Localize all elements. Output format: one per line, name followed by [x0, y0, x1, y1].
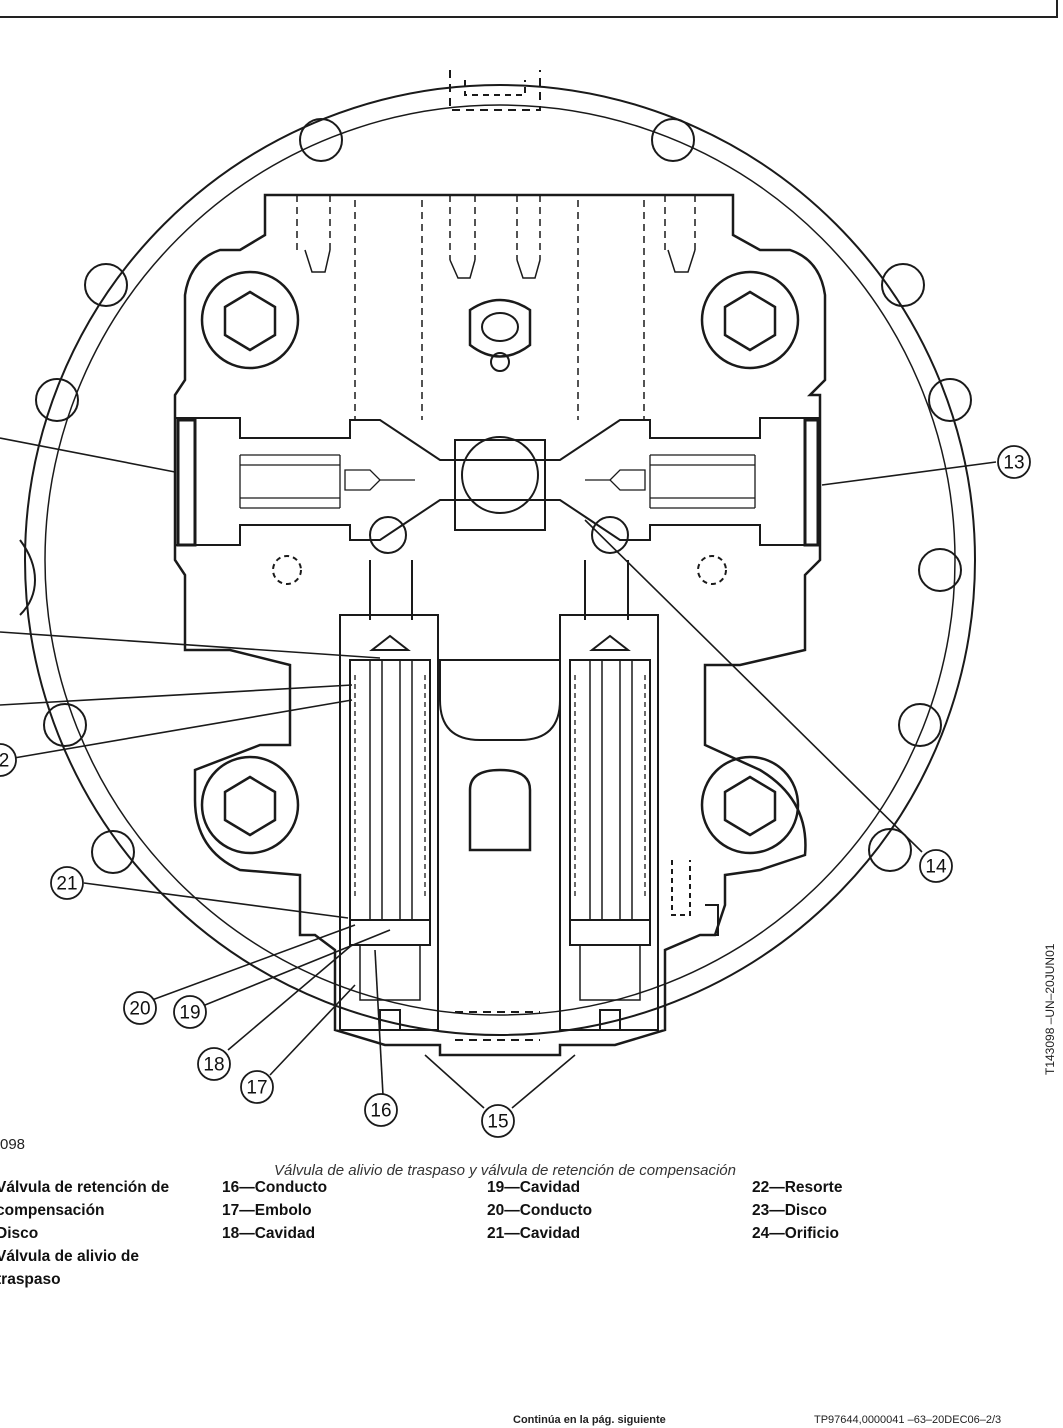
central-port-inner — [481, 312, 519, 342]
bolt-hole — [299, 118, 343, 162]
relief-port-left — [369, 516, 407, 554]
callout-circle-2 — [0, 743, 17, 777]
callout-circle-20 — [123, 991, 157, 1025]
legend-item: Disco — [0, 1225, 39, 1242]
relief-central-block — [454, 439, 546, 531]
hex-bolt-head — [223, 290, 277, 352]
lower-passage — [455, 1011, 540, 1041]
callout-circle-21 — [50, 866, 84, 900]
left-side-arc — [19, 539, 37, 616]
legend-column-1: Válvula de retención de compensación Dis… — [0, 1176, 206, 1291]
relief-port-right — [591, 516, 629, 554]
footer-document-code: TP97644,0000041 –63–20DEC06–2/3 — [814, 1414, 1002, 1426]
bolt-hole — [918, 548, 962, 592]
central-lobe — [439, 659, 561, 741]
relief-central-ball — [461, 436, 539, 514]
check-valve-left — [339, 614, 439, 1031]
relief-port-dashed-left — [272, 555, 302, 585]
legend-column-2: 16—Conducto 17—Embolo 18—Cavidad — [222, 1176, 327, 1245]
callout-2: 2 — [0, 751, 9, 772]
bolt-hole — [651, 118, 695, 162]
bolt-head-ring — [700, 755, 800, 855]
bolt-hole — [43, 703, 87, 747]
callout-15: 15 — [487, 1112, 508, 1133]
central-u-channel — [468, 768, 532, 852]
relief-spring-left — [239, 454, 415, 509]
bolt-hole — [881, 263, 925, 307]
bolt-hole — [868, 828, 912, 872]
relief-left-cap — [176, 418, 197, 547]
central-port-small — [490, 352, 510, 372]
legend-item: 23—Disco — [752, 1202, 827, 1219]
relief-right-cap — [803, 418, 820, 547]
central-port — [468, 298, 532, 358]
leader-lines — [0, 437, 997, 1109]
vertical-passage-right — [584, 560, 629, 620]
bolt-hole — [35, 378, 79, 422]
figure-id-left: 098 — [0, 1136, 26, 1153]
top-block-ports — [304, 249, 696, 279]
legend-item: 20—Conducto — [487, 1202, 593, 1219]
legend-item: 22—Resorte — [752, 1179, 843, 1196]
hex-bolt-head — [223, 775, 277, 837]
legend-item: 18—Cavidad — [222, 1225, 316, 1242]
callout-20: 20 — [129, 999, 150, 1020]
top-border-rule — [0, 0, 1058, 18]
callout-circle-13 — [997, 445, 1031, 479]
right-side-dashed — [671, 860, 691, 916]
bolt-hole — [84, 263, 128, 307]
figure-caption: Válvula de alivio de traspaso y válvula … — [274, 1162, 736, 1179]
callout-circle-15 — [481, 1104, 515, 1138]
legend-item: Válvula de retención de compensación — [0, 1179, 170, 1219]
legend-column-3: 19—Cavidad 20—Conducto 21—Cavidad — [487, 1176, 592, 1245]
legend-item: 17—Embolo — [222, 1202, 312, 1219]
bolt-head-ring — [700, 270, 800, 370]
callout-circle-17 — [240, 1070, 274, 1104]
check-valve-right — [559, 614, 659, 1031]
callout-16: 16 — [370, 1101, 391, 1122]
valve-cross-section-diagram: 13 14 15 16 17 18 19 20 21 2 — [0, 70, 1031, 1138]
legend-item: Válvula de alivio de traspaso — [0, 1248, 140, 1288]
callout-17: 17 — [246, 1078, 267, 1099]
right-side-fitting — [705, 904, 719, 936]
bolt-head-ring — [200, 270, 300, 370]
callout-circles — [0, 445, 1031, 1138]
callout-circle-19 — [173, 995, 207, 1029]
callout-circle-14 — [919, 849, 953, 883]
upper-passage-inner — [464, 80, 526, 96]
legend-item: 16—Conducto — [222, 1179, 328, 1196]
vertical-passage-left — [369, 560, 413, 620]
callout-13: 13 — [1003, 453, 1024, 474]
relief-valve-bore — [175, 417, 820, 546]
legend-item: 24—Orificio — [752, 1225, 839, 1242]
inner-housing-circle — [44, 104, 956, 1016]
legend-column-4: 22—Resorte 23—Disco 24—Orificio — [752, 1176, 842, 1245]
callout-labels: 13 14 15 16 17 18 19 20 21 2 — [0, 453, 1025, 1133]
top-block-passages — [296, 195, 696, 420]
hex-bolt-head — [723, 290, 777, 352]
outer-housing-circle — [24, 84, 976, 1036]
bolt-hole — [898, 703, 942, 747]
legend-item: 19—Cavidad — [487, 1179, 581, 1196]
callout-circle-16 — [364, 1093, 398, 1127]
figure-id-vertical: T143098 –UN–20JUN01 — [1043, 943, 1057, 1075]
callout-19: 19 — [179, 1003, 200, 1024]
callout-18: 18 — [203, 1055, 224, 1076]
callout-21: 21 — [56, 874, 77, 895]
flange-bolt-holes — [35, 118, 972, 874]
bolt-hole — [91, 830, 135, 874]
hex-bolt-head — [723, 775, 777, 837]
upper-passage — [449, 70, 541, 111]
mounting-bolts — [200, 270, 800, 855]
bolt-hole — [928, 378, 972, 422]
footer-continue-text: Continúa en la pág. siguiente — [513, 1414, 666, 1426]
callout-circle-18 — [197, 1047, 231, 1081]
bolt-head-ring — [200, 755, 300, 855]
valve-body-outline — [173, 193, 827, 1057]
relief-port-dashed-right — [697, 555, 727, 585]
callout-14: 14 — [925, 857, 947, 878]
legend-item: 21—Cavidad — [487, 1225, 581, 1242]
relief-spring-right — [585, 454, 756, 509]
